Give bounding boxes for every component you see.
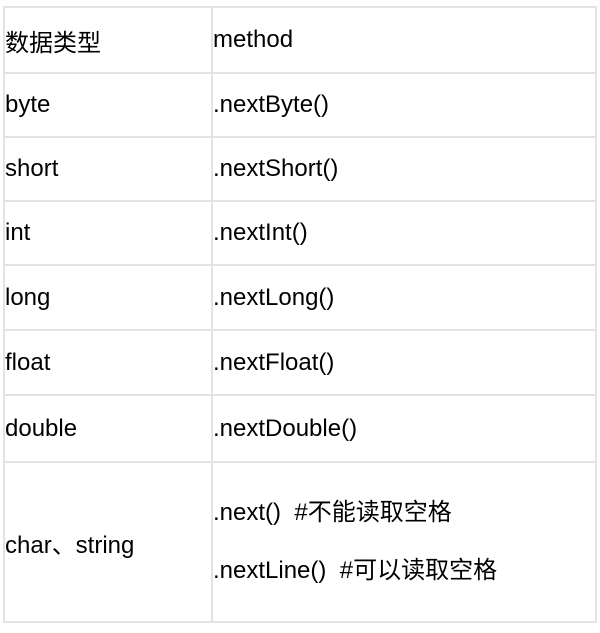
table-row: float .nextFloat() bbox=[3, 329, 597, 396]
type-label: byte bbox=[5, 91, 51, 118]
method-label: .nextLong() bbox=[213, 283, 335, 311]
table-row: double .nextDouble() bbox=[3, 394, 597, 463]
cell-type: byte bbox=[3, 72, 213, 138]
table-header-row: 数据类型 method bbox=[3, 6, 597, 74]
cell-type: float bbox=[3, 329, 213, 396]
cell-method: .next() #不能读取空格 .nextLine() #可以读取空格 bbox=[211, 461, 597, 623]
cell-type: int bbox=[3, 200, 213, 266]
method-label: .nextDouble() bbox=[213, 414, 358, 442]
header-cell-data-type: 数据类型 bbox=[3, 6, 213, 74]
type-label: short bbox=[5, 155, 59, 182]
method-label: .nextFloat() bbox=[213, 348, 335, 376]
header-cell-method: method bbox=[211, 6, 597, 74]
cell-method: .nextByte() bbox=[211, 72, 597, 138]
cell-type: char、string bbox=[3, 461, 213, 623]
method-label-nextline: .nextLine() #可以读取空格 bbox=[213, 557, 498, 584]
table-row: long .nextLong() bbox=[3, 264, 597, 331]
scanner-methods-table: 数据类型 method byte .nextByte() short bbox=[3, 6, 597, 623]
table-row: byte .nextByte() bbox=[3, 72, 597, 138]
type-label: double bbox=[5, 414, 78, 442]
cell-method: .nextInt() bbox=[211, 200, 597, 266]
method-label: .nextByte() bbox=[213, 91, 330, 118]
header-label-data-type: 数据类型 bbox=[5, 29, 101, 57]
cell-type: short bbox=[3, 136, 213, 202]
header-label-method: method bbox=[213, 26, 294, 53]
cell-method: .nextDouble() bbox=[211, 394, 597, 463]
method-label-next: .next() #不能读取空格 bbox=[213, 499, 452, 526]
table-row: short .nextShort() bbox=[3, 136, 597, 202]
type-label: int bbox=[5, 219, 31, 246]
method-label: .nextInt() bbox=[213, 219, 308, 246]
cell-type: long bbox=[3, 264, 213, 331]
type-label: float bbox=[5, 348, 51, 376]
method-label: .nextShort() bbox=[213, 155, 339, 182]
table-row: int .nextInt() bbox=[3, 200, 597, 266]
type-label: long bbox=[5, 283, 51, 311]
table-row: char、string .next() #不能读取空格 .nextLine() … bbox=[3, 461, 597, 623]
cell-method: .nextLong() bbox=[211, 264, 597, 331]
cell-method: .nextFloat() bbox=[211, 329, 597, 396]
cell-type: double bbox=[3, 394, 213, 463]
cell-method: .nextShort() bbox=[211, 136, 597, 202]
type-label: char、string bbox=[5, 531, 135, 559]
